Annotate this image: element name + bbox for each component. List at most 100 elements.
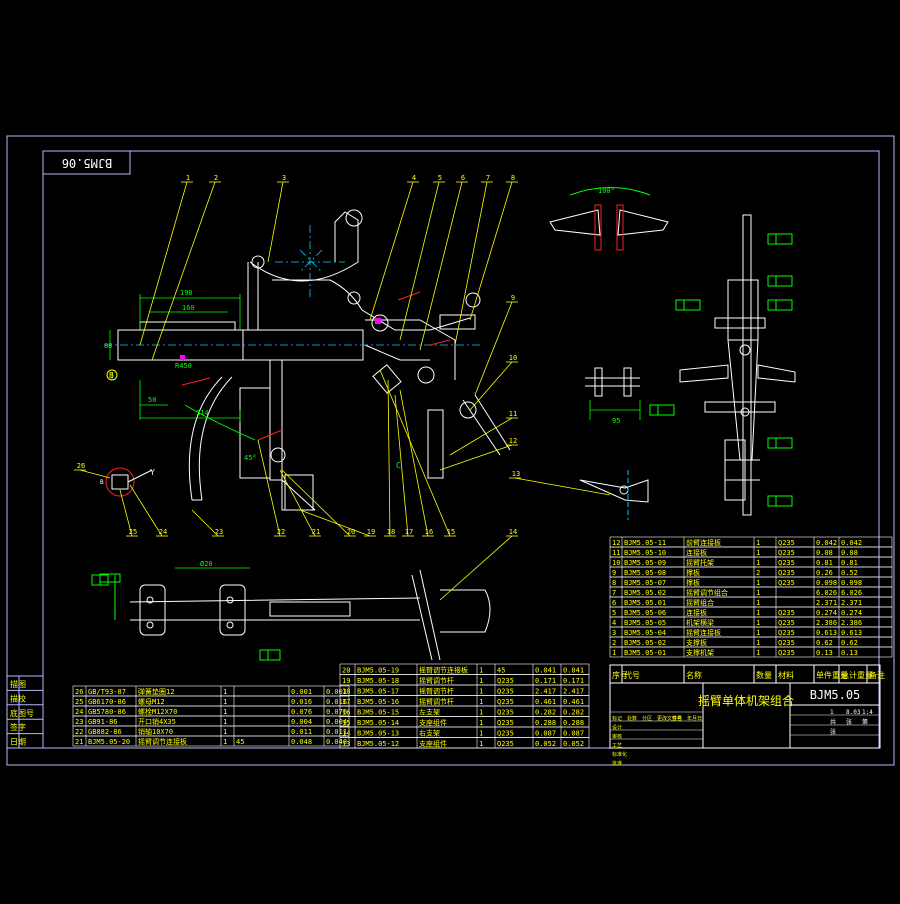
- mid-table-cell: 0.171: [563, 677, 584, 685]
- leader-line: [267, 181, 284, 263]
- right-table-cell: BJM5.05-07: [624, 579, 666, 587]
- mid-table-cell: 摇臂调节杆: [419, 676, 454, 685]
- mid-table-cell: 0.282: [535, 709, 556, 717]
- mid-table-cell: 右支架: [419, 729, 440, 738]
- left-table-cell: 0.076: [291, 708, 312, 716]
- left-table-cell: 26: [75, 688, 83, 696]
- right-table-cell: 机架横梁: [686, 618, 714, 627]
- main-assembly-view: 190 160 88 R450 50 314 100° 45° 95 Ø20 C…: [104, 187, 641, 569]
- mid-table-cell: Q235: [497, 688, 514, 696]
- leader-line: [191, 509, 219, 537]
- leader-line: [129, 484, 163, 537]
- right-table-cell: 0.13: [816, 649, 833, 657]
- right-table-cell: BJM5.05-10: [624, 549, 666, 557]
- right-table-cell: 2.386: [841, 619, 862, 627]
- side-elevation-view: [679, 214, 796, 516]
- header-cell: 数量: [756, 670, 772, 680]
- view-letter-b: B: [109, 371, 114, 380]
- mid-table-cell: 摇臂调节杆: [419, 687, 454, 696]
- rotated-code-label: BJM5.06: [62, 156, 113, 170]
- left-table-cell: 0.011: [291, 728, 312, 736]
- sign-label: 更改文件号: [657, 715, 682, 722]
- drawing-code: BJM5.05: [810, 688, 861, 702]
- mid-table-cell: 15: [342, 719, 350, 727]
- callout-number: 21: [312, 528, 320, 536]
- right-table-cell: 1: [756, 619, 760, 627]
- sign-label: 工艺: [612, 743, 622, 749]
- callout-number: 18: [387, 528, 395, 536]
- leader-line: [449, 417, 513, 456]
- sign-label: 分区: [642, 715, 652, 722]
- view-letter-c: C: [396, 461, 401, 470]
- right-table-cell: 1: [756, 599, 760, 607]
- mid-table-cell: 0.288: [535, 719, 556, 727]
- sign-label: 年月日: [687, 715, 702, 722]
- callout-number: 12: [509, 437, 517, 445]
- left-table-cell: 24: [75, 708, 83, 716]
- tolerance-box: [767, 299, 793, 311]
- right-table-cell: 1: [612, 649, 616, 657]
- right-table-cell: 7: [612, 589, 616, 597]
- right-table-cell: 0.042: [816, 539, 837, 547]
- right-table-cell: Q235: [778, 549, 795, 557]
- dim-r450: R450: [175, 362, 192, 370]
- callout-number: 20: [347, 528, 355, 536]
- callout-number: 16: [425, 528, 433, 536]
- callout-number: 4: [412, 174, 416, 182]
- mid-table-cell: 16: [342, 709, 350, 717]
- right-table-cell: 0.274: [841, 609, 862, 617]
- left-table-cell: 销轴10X70: [138, 727, 173, 736]
- right-table-cell: BJM5.05-06: [624, 609, 666, 617]
- tolerance-boxes: [91, 233, 793, 661]
- callout-number: 5: [438, 174, 442, 182]
- mid-table-cell: BJM5.05-16: [357, 698, 399, 706]
- mid-table-cell: 0.288: [563, 719, 584, 727]
- sign-label: 签名: [672, 715, 682, 722]
- callout-number: 2: [214, 174, 218, 182]
- side-label: 描图: [10, 679, 26, 689]
- right-table-cell: 0.08: [841, 549, 858, 557]
- right-table-cell: 0.81: [841, 559, 858, 567]
- leader-line: [379, 369, 451, 537]
- left-table-cell: 22: [75, 728, 83, 736]
- dim-314: 314: [196, 409, 209, 417]
- mid-table-cell: 0.041: [563, 667, 584, 675]
- left-table-cell: 45: [236, 738, 244, 746]
- right-table-cell: 6.026: [816, 589, 837, 597]
- right-table-cell: 0.62: [816, 639, 833, 647]
- title-value: 第: [862, 718, 868, 726]
- right-table-row: [609, 646, 893, 658]
- left-table-cell: 23: [75, 718, 83, 726]
- leader-line: [394, 394, 409, 537]
- leader-line: [279, 469, 316, 537]
- mid-table-cell: BJM5.05-19: [357, 667, 399, 675]
- leader-line: [119, 489, 133, 537]
- right-table-cell: Q235: [778, 609, 795, 617]
- mid-table-cell: 1: [479, 698, 483, 706]
- right-table-cell: 9: [612, 569, 616, 577]
- leader-line: [387, 379, 391, 537]
- right-table-cell: 2.386: [816, 619, 837, 627]
- title-value: 共: [830, 718, 836, 726]
- right-table-cell: 1: [756, 539, 760, 547]
- left-table-cell: 0.076: [326, 708, 347, 716]
- right-table-cell: 0.62: [841, 639, 858, 647]
- tolerance-box: [767, 233, 793, 245]
- left-table-cell: 0.004: [291, 718, 312, 726]
- mid-table-cell: 0.171: [535, 677, 556, 685]
- right-table-cell: 0.274: [816, 609, 837, 617]
- mid-table-cell: Q235: [497, 740, 514, 748]
- left-table-cell: 1: [223, 698, 227, 706]
- callout-number: 3: [282, 174, 286, 182]
- mid-table-cell: Q235: [497, 719, 514, 727]
- left-table-cell: 1: [223, 708, 227, 716]
- tolerance-box: [649, 404, 675, 416]
- mid-table-cell: 摇臂调节连接板: [419, 666, 468, 675]
- callout-number: 7: [486, 174, 490, 182]
- header-cell: 单件重量: [816, 670, 848, 680]
